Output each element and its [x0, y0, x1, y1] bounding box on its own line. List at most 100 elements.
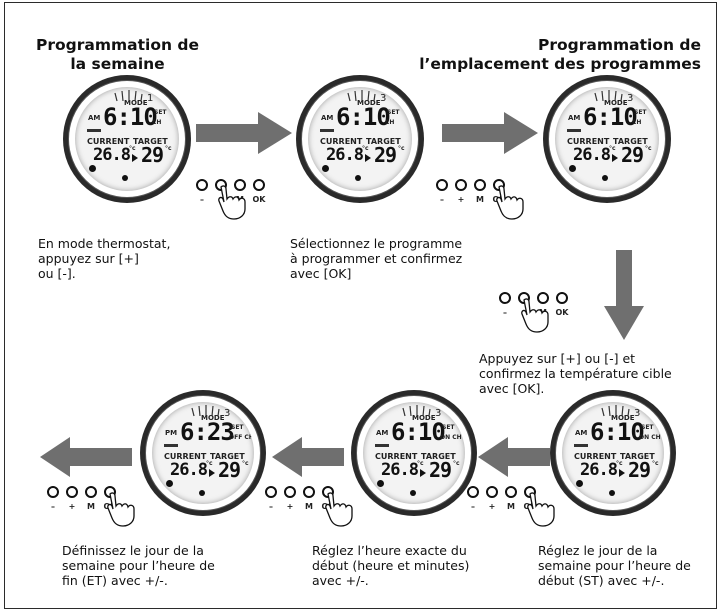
- lcd-channel-tag: CH: [632, 119, 642, 126]
- lcd-mode-label: MODE: [357, 99, 381, 107]
- lcd-channel-tag: CH: [152, 119, 162, 126]
- mode-button[interactable]: [85, 486, 97, 498]
- lcd-set-label: SET: [387, 109, 400, 116]
- ok-button[interactable]: [253, 179, 265, 191]
- minus-button[interactable]: [47, 486, 59, 498]
- blink-rays-icon: [114, 90, 143, 102]
- lcd-target-temp: 29: [429, 458, 452, 482]
- minus-button[interactable]: [196, 179, 208, 191]
- caption-step-6-line-3: fin (ET) avec +/-.: [62, 573, 168, 588]
- button-row-3: –+MOK: [499, 292, 589, 333]
- play-indicator-icon: [612, 154, 618, 162]
- lcd-mode-label: MODE: [124, 99, 148, 107]
- heading-left-line-1: Programmation de: [36, 36, 200, 54]
- lcd-indicator-bar: [574, 444, 588, 447]
- minus-button[interactable]: [265, 486, 277, 498]
- center-dot-icon: [602, 175, 608, 181]
- caption-step-5-line-2: début (heure et minutes): [312, 558, 470, 573]
- lcd-target-unit: °c: [645, 145, 652, 152]
- caption-step-6: Définissez le jour de la semaine pour l’…: [62, 543, 215, 588]
- hand-pointer-icon: [521, 298, 549, 333]
- lcd-time: 6:10: [583, 103, 638, 131]
- lcd-indicator-bar: [375, 444, 389, 447]
- heading-week-programming: Programmation de la semaine: [36, 36, 199, 74]
- lcd-mode-label: MODE: [611, 414, 635, 422]
- caption-step-6-line-1: Définissez le jour de la: [62, 543, 204, 558]
- button-row-4: –+MOK: [467, 486, 557, 527]
- mode-button[interactable]: [234, 179, 246, 191]
- lcd-time: 6:10: [103, 103, 158, 131]
- caption-step-1-line-2: appuyez sur [+]: [38, 251, 139, 266]
- lcd-current-label: CURRENT: [320, 137, 363, 146]
- caption-step-5-line-1: Réglez l’heure exacte du: [312, 543, 467, 558]
- minus-button-label: –: [51, 502, 55, 511]
- lcd-mode-label: MODE: [412, 414, 436, 422]
- play-indicator-icon: [420, 469, 426, 477]
- lcd-target-temp: 29: [218, 458, 241, 482]
- lcd-channel-tag: ON CH: [440, 434, 462, 441]
- blink-rays-icon: [347, 90, 376, 102]
- center-dot-icon: [122, 175, 128, 181]
- lcd-program-number: 1: [147, 93, 154, 104]
- minus-button-label: –: [471, 502, 475, 511]
- plus-button[interactable]: [486, 486, 498, 498]
- mode-button-label: M: [507, 502, 515, 511]
- plus-button[interactable]: [284, 486, 296, 498]
- plus-button[interactable]: [455, 179, 467, 191]
- minus-button-label: –: [269, 502, 273, 511]
- caption-step-3-line-3: avec [OK].: [479, 381, 545, 396]
- minus-button[interactable]: [467, 486, 479, 498]
- arrow-down-icon: [604, 250, 644, 340]
- ok-button[interactable]: [556, 292, 568, 304]
- mode-button[interactable]: [537, 292, 549, 304]
- lcd-mode-label: MODE: [201, 414, 225, 422]
- lcd-time: 6:23: [180, 418, 235, 446]
- mode-button-label: M: [305, 502, 313, 511]
- power-dot-icon: [89, 165, 96, 172]
- minus-button[interactable]: [499, 292, 511, 304]
- mode-button[interactable]: [505, 486, 517, 498]
- caption-step-3-line-2: confirmez la température cible: [479, 366, 672, 381]
- lcd-indicator-bar: [320, 129, 334, 132]
- caption-step-2-line-2: à programmer et confirmez: [290, 251, 463, 266]
- hand-pointer-icon: [107, 492, 135, 527]
- heading-left-line-2: la semaine: [70, 55, 165, 73]
- ok-button-label: OK: [252, 195, 266, 204]
- plus-button-label: +: [488, 502, 496, 511]
- caption-step-1-line-3: ou [-].: [38, 266, 76, 281]
- heading-slot-programming: Programmation de l’emplacement des progr…: [419, 36, 701, 74]
- lcd-am-pm: AM: [376, 429, 389, 437]
- lcd-current-unit: °c: [362, 145, 369, 152]
- minus-button-label: –: [200, 195, 204, 204]
- center-dot-icon: [199, 490, 205, 496]
- caption-step-3-line-1: Appuyez sur [+] ou [-] et: [479, 351, 636, 366]
- plus-button[interactable]: [66, 486, 78, 498]
- mode-button[interactable]: [303, 486, 315, 498]
- lcd-target-temp: 29: [141, 143, 164, 167]
- lcd-time: 6:10: [590, 418, 645, 446]
- lcd-am-pm: AM: [568, 114, 581, 122]
- lcd-am-pm: AM: [88, 114, 101, 122]
- caption-step-2-line-3: avec [OK]: [290, 266, 352, 281]
- caption-step-6-line-2: semaine pour l’heure de: [62, 558, 215, 573]
- caption-step-1: En mode thermostat, appuyez sur [+] ou […: [38, 236, 170, 281]
- minus-button[interactable]: [436, 179, 448, 191]
- play-indicator-icon: [365, 154, 371, 162]
- play-indicator-icon: [132, 154, 138, 162]
- power-dot-icon: [166, 480, 173, 487]
- lcd-current-unit: °c: [129, 145, 136, 152]
- lcd-current-label: CURRENT: [567, 137, 610, 146]
- caption-step-5: Réglez l’heure exacte du début (heure et…: [312, 543, 469, 588]
- button-row-5: –+MOK: [265, 486, 355, 527]
- lcd-current-temp: 26.8: [326, 145, 364, 165]
- lcd-current-unit: °c: [417, 460, 424, 467]
- hand-pointer-icon: [527, 492, 555, 527]
- mode-button[interactable]: [474, 179, 486, 191]
- caption-step-4-line-3: début (ST) avec +/-.: [538, 573, 665, 588]
- arrow-right-2-icon: [442, 112, 538, 154]
- lcd-indicator-bar: [567, 129, 581, 132]
- lcd-time: 6:10: [391, 418, 446, 446]
